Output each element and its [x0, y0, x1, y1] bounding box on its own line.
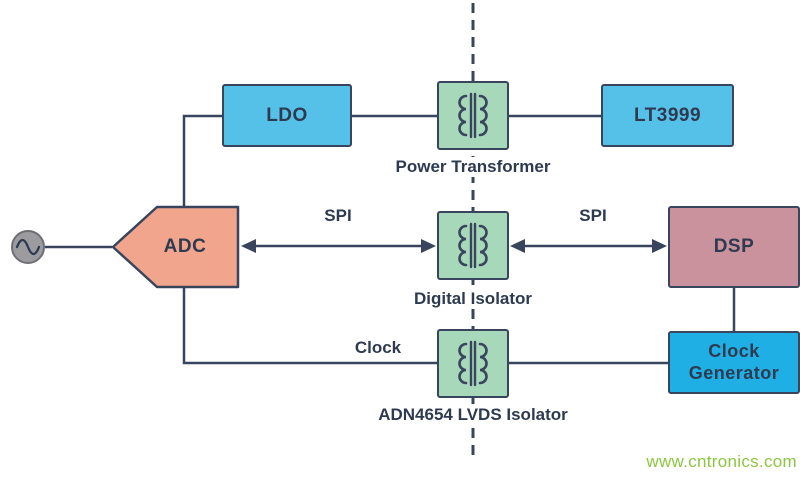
caption-lvds-isolator: ADN4654 LVDS Isolator [373, 405, 573, 425]
lt3999-label: LT3999 [633, 104, 702, 126]
label-spi-right: SPI [579, 206, 607, 225]
caption-power-transformer: Power Transformer [390, 157, 556, 177]
block-lt3999: LT3999 [601, 84, 734, 147]
block-lvds-isolator [437, 329, 509, 398]
block-ldo: LDO [222, 84, 352, 147]
transformer-coil-icon [458, 222, 488, 268]
arrowhead-spi-toward-isolator-left [421, 239, 436, 253]
coil-left [458, 224, 468, 266]
core-lines [469, 340, 477, 386]
clock-generator-label: Clock Generator [688, 340, 780, 383]
block-digital-isolator [437, 211, 509, 280]
core-lines [469, 222, 477, 268]
coil-left [458, 342, 468, 384]
sine-wave-glyph [15, 238, 41, 256]
adc-label: ADC [163, 236, 207, 257]
adc-pentagon-shape [111, 205, 240, 289]
coil-right [478, 342, 488, 384]
wire-adc-to-ldo [182, 114, 222, 206]
arrowhead-spi-toward-adc [241, 239, 256, 253]
arrowhead-spi-toward-dsp [652, 239, 667, 253]
caption-digital-isolator: Digital Isolator [408, 289, 538, 309]
core-lines [469, 92, 477, 138]
block-dsp: DSP [668, 206, 800, 288]
block-adc [111, 205, 241, 289]
sine-wave-source-icon [11, 230, 45, 264]
dsp-label: DSP [713, 236, 755, 257]
ldo-label: LDO [266, 104, 308, 126]
signal-source [9, 228, 47, 266]
adc-shape [111, 205, 240, 289]
coil-right [478, 94, 488, 136]
arrowhead-spi-toward-isolator-right [510, 239, 525, 253]
wire-lvds-isolator-to-adc [182, 288, 437, 365]
watermark: www.cntronics.com [646, 452, 797, 471]
transformer-coil-icon [458, 92, 488, 138]
label-clock: Clock [354, 338, 402, 357]
coil-left [458, 94, 468, 136]
block-clock-generator: Clock Generator [668, 331, 800, 394]
transformer-coil-icon [458, 340, 488, 386]
coil-right [478, 224, 488, 266]
label-spi-left: SPI [324, 206, 352, 225]
block-power-transformer [437, 81, 509, 150]
